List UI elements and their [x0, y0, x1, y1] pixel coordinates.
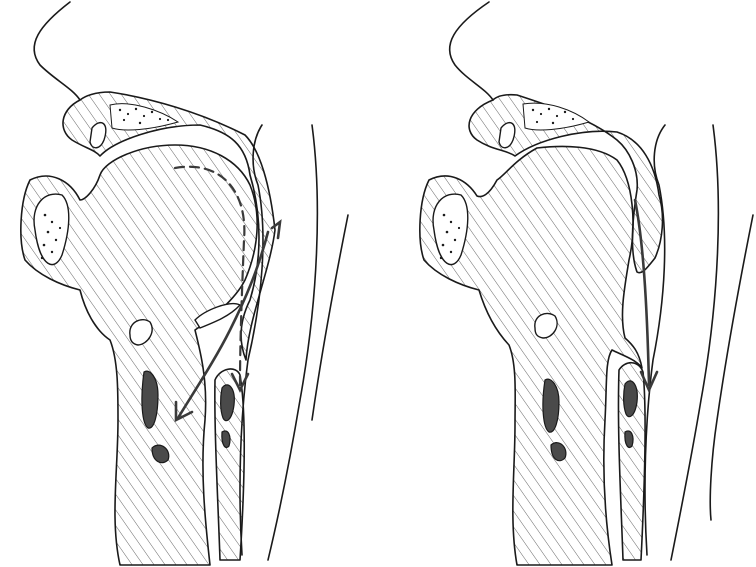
thyroid-cartilage: [142, 371, 158, 428]
panel-right: [420, 2, 753, 565]
panel-left: [21, 2, 348, 565]
neck-contour-right: [671, 125, 718, 560]
face-profile: [450, 2, 493, 100]
face-profile: [34, 2, 80, 100]
thyroid-cartilage: [543, 379, 559, 432]
small-cartilage: [625, 431, 633, 448]
arytenoid-dark: [624, 381, 638, 417]
neck-contour-left: [268, 125, 317, 560]
small-cartilage: [222, 431, 230, 448]
